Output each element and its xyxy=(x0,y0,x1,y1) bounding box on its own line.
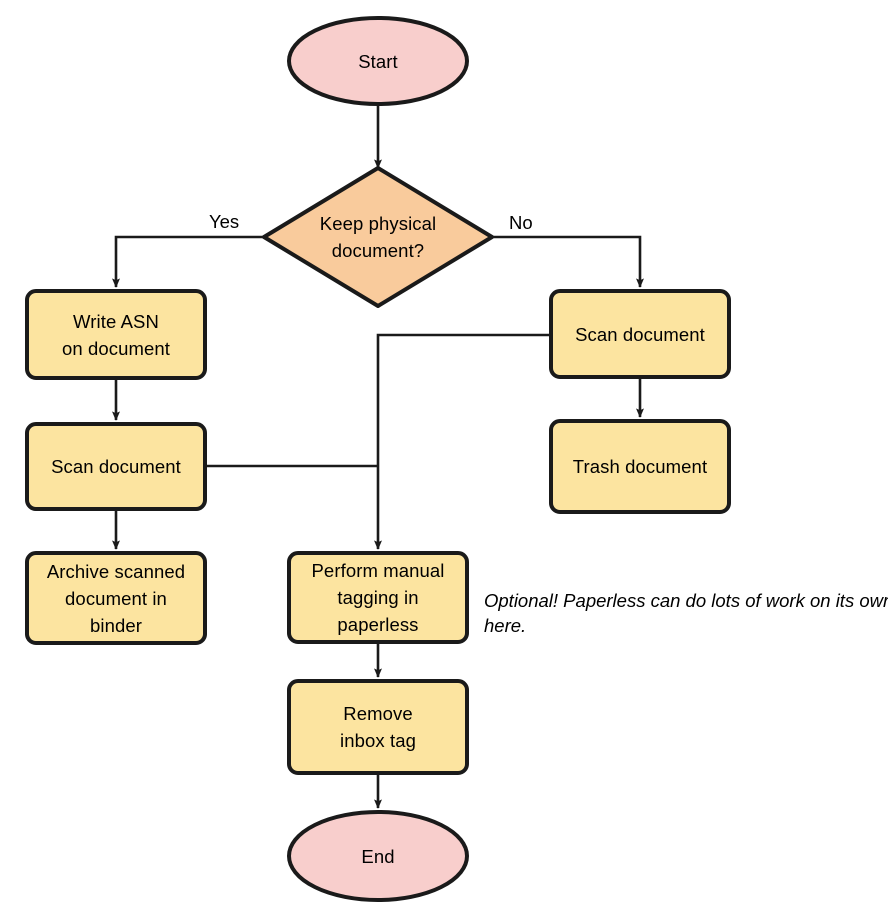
node-manual-tag-shape[interactable] xyxy=(287,551,469,644)
node-scan-right[interactable] xyxy=(551,291,729,377)
node-archive-shape[interactable] xyxy=(25,551,207,645)
node-remove-inbox-shape[interactable] xyxy=(287,679,469,775)
node-trash[interactable] xyxy=(551,421,729,512)
node-end-shape[interactable] xyxy=(287,810,469,902)
edge-decision-to-scan-right xyxy=(492,235,644,288)
connector-layer xyxy=(112,104,644,809)
node-start[interactable] xyxy=(289,18,467,104)
node-scan-left[interactable] xyxy=(27,424,205,509)
node-archive[interactable] xyxy=(27,553,205,643)
edge-decision-to-write-asn xyxy=(112,235,264,288)
edge-label-no: No xyxy=(509,212,533,233)
node-write-asn-shape[interactable] xyxy=(25,289,207,380)
node-decision[interactable] xyxy=(264,168,492,306)
node-write-asn[interactable] xyxy=(27,291,205,378)
optional-note: Optional! Paperless can do lots of work … xyxy=(484,590,888,636)
node-remove-inbox[interactable] xyxy=(289,681,467,773)
node-trash-shape[interactable] xyxy=(549,419,731,514)
node-layer xyxy=(25,16,731,902)
node-scan-left-shape[interactable] xyxy=(25,422,207,511)
node-end[interactable] xyxy=(289,812,467,900)
node-decision-shape[interactable] xyxy=(262,166,494,308)
edge-label-yes: Yes xyxy=(209,211,240,232)
edge-scan-right-to-manual-tag xyxy=(374,333,551,550)
node-scan-right-shape[interactable] xyxy=(549,289,731,379)
node-start-shape[interactable] xyxy=(287,16,469,106)
node-manual-tag[interactable] xyxy=(289,553,467,642)
